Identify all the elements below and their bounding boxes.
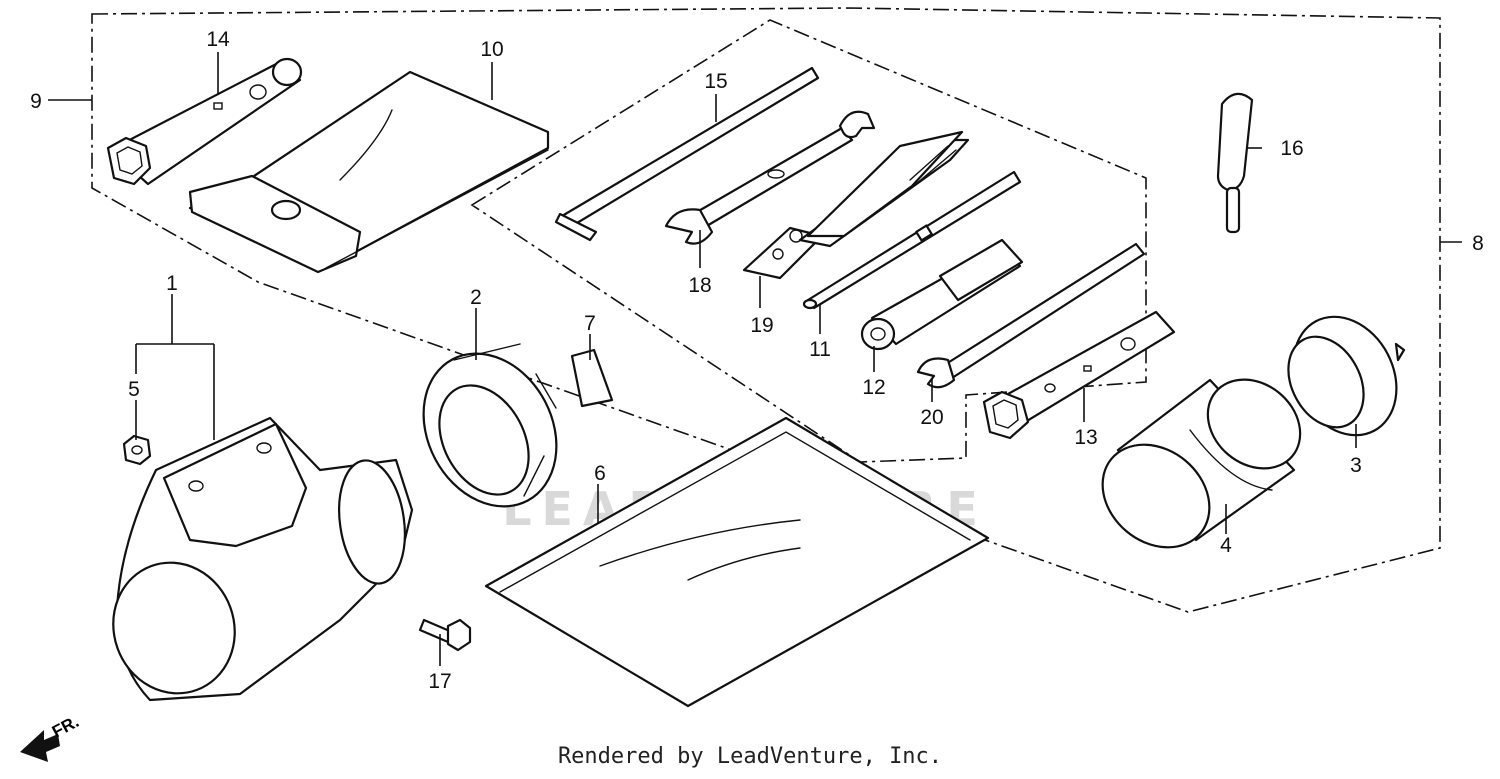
callout-numbers: 1 2 3 4 5 6 7 8 9 10 11 12 13 14 15 16 1… — [30, 28, 1484, 693]
screwdriver-handle-12[interactable] — [860, 238, 1024, 351]
tool-bag-10[interactable] — [188, 70, 550, 274]
bolt-17[interactable] — [418, 618, 472, 652]
callout-12: 12 — [862, 376, 885, 399]
callout-8: 8 — [1472, 232, 1484, 255]
callout-19: 19 — [750, 314, 773, 337]
callout-10: 10 — [480, 38, 503, 61]
label-7[interactable] — [570, 348, 614, 408]
hex-key-15[interactable] — [554, 66, 820, 242]
callout-7: 7 — [584, 312, 596, 335]
callout-2: 2 — [470, 286, 482, 309]
tube-wrench-14[interactable] — [106, 57, 303, 186]
callout-17: 17 — [428, 670, 451, 693]
screwdriver-11[interactable] — [802, 170, 1022, 310]
callout-6: 6 — [594, 462, 606, 485]
cap-3[interactable] — [1273, 299, 1416, 454]
callout-16: 16 — [1280, 137, 1303, 160]
callout-9: 9 — [30, 90, 42, 113]
ring-nut-2[interactable] — [398, 330, 583, 529]
kit-9-boundary — [91, 7, 1441, 613]
callout-13: 13 — [1074, 426, 1097, 449]
leader-lines — [48, 52, 1462, 666]
document-bag-6[interactable] — [484, 416, 990, 708]
canister-4[interactable] — [1082, 361, 1318, 568]
callout-5: 5 — [128, 378, 140, 401]
housing-1[interactable] — [95, 416, 414, 711]
credit-text: Rendered by LeadVenture, Inc. — [557, 744, 943, 769]
nut-5[interactable] — [122, 434, 152, 466]
callout-11: 11 — [809, 338, 831, 361]
tube-wrench-13[interactable] — [982, 310, 1176, 440]
callout-3: 3 — [1350, 454, 1362, 477]
front-direction-arrow-icon — [20, 730, 60, 762]
key-16[interactable] — [1216, 92, 1254, 234]
callout-4: 4 — [1220, 534, 1232, 557]
pliers-19[interactable] — [742, 130, 970, 280]
wrench-20[interactable] — [916, 242, 1146, 389]
callout-18: 18 — [688, 274, 711, 297]
callout-15: 15 — [704, 70, 727, 93]
callout-20: 20 — [920, 406, 943, 429]
callout-14: 14 — [206, 28, 230, 51]
callout-1: 1 — [166, 272, 178, 295]
